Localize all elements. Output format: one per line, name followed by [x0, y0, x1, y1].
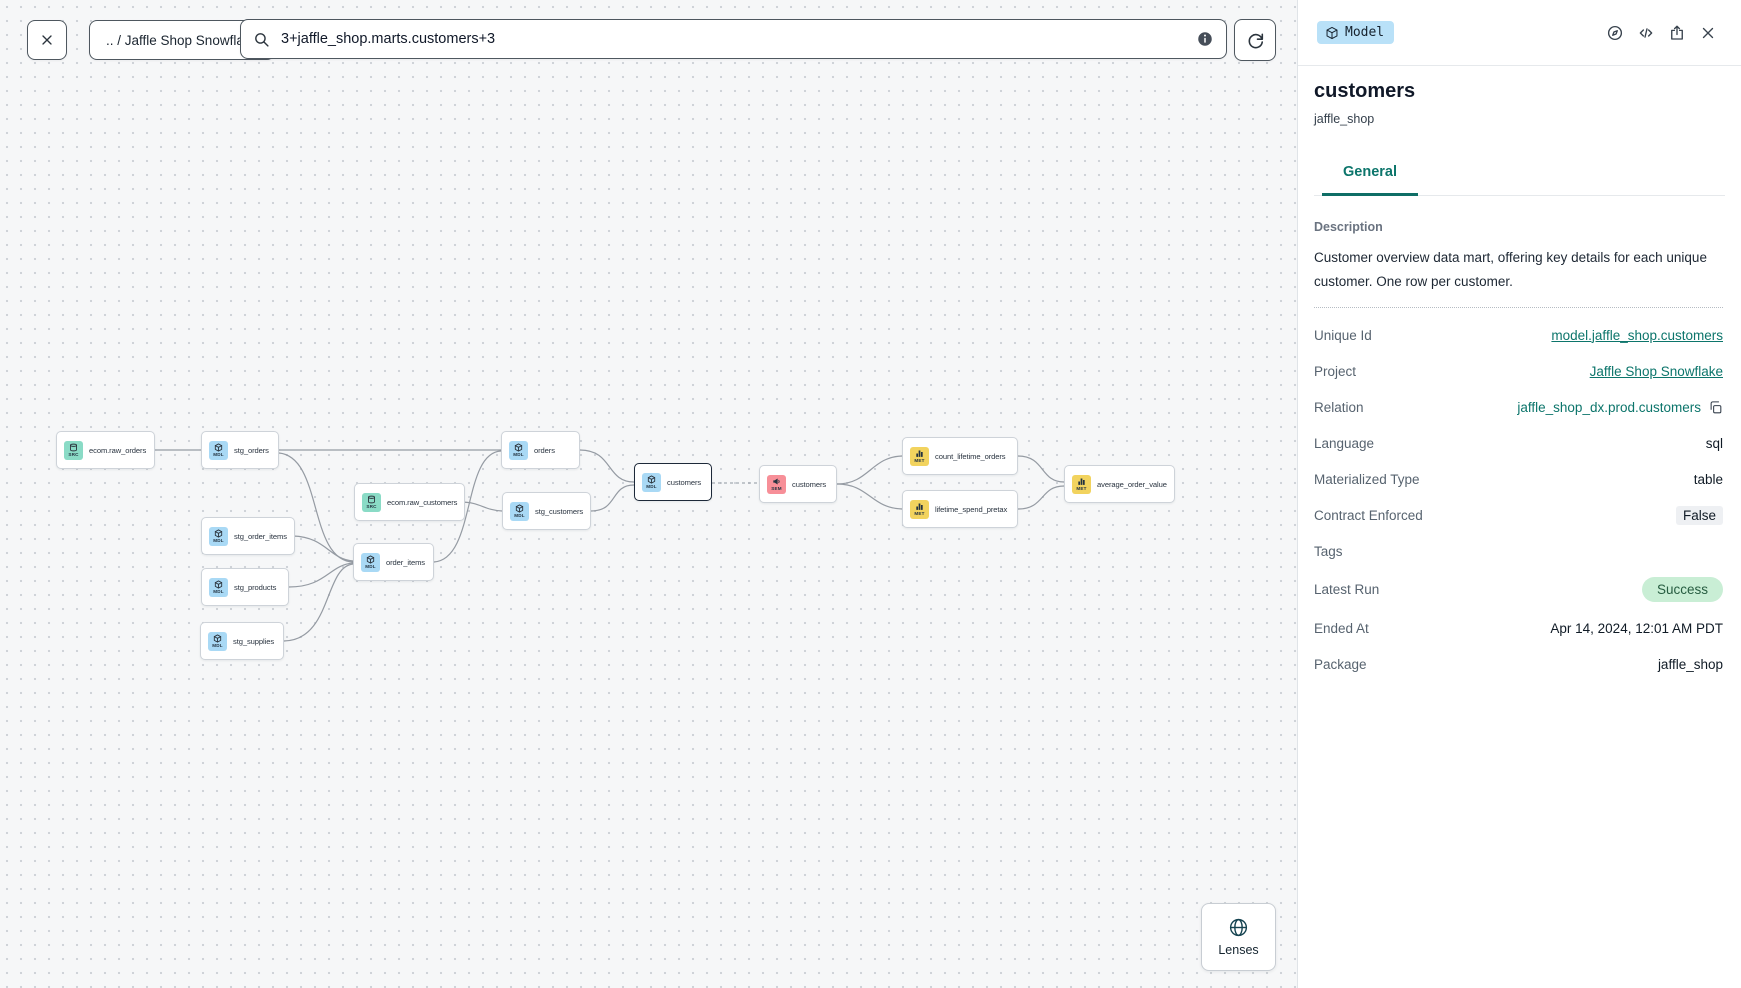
field-row-project: Project Jaffle Shop Snowflake: [1314, 363, 1723, 379]
info-icon[interactable]: [1196, 30, 1214, 48]
explore-compass-icon[interactable]: [1606, 24, 1624, 42]
lineage-canvas[interactable]: SRC ecom.raw_orders MDL stg_orders MDL s…: [0, 0, 1297, 988]
graph-node-model-stg-customers[interactable]: MDL stg_customers: [502, 492, 592, 530]
model-cube-icon: [1325, 26, 1339, 40]
relation-value: jaffle_shop_dx.prod.customers: [1517, 399, 1701, 415]
source-icon: SRC: [362, 492, 381, 512]
page-title: customers: [1314, 80, 1416, 102]
graph-node-source-ecom-raw-customers[interactable]: SRC ecom.raw_customers: [354, 483, 466, 521]
project-link[interactable]: Jaffle Shop Snowflake: [1589, 363, 1723, 379]
source-icon: SRC: [64, 440, 83, 460]
package-subtitle: jaffle_shop: [1314, 112, 1375, 126]
model-icon: MDL: [361, 552, 380, 572]
graph-node-metric-average-order-value[interactable]: MET average_order_value: [1064, 465, 1175, 503]
semantic-model-icon: SEM: [767, 474, 786, 494]
model-icon: MDL: [209, 440, 228, 460]
field-row-ended-at: Ended At Apr 14, 2024, 12:01 AM PDT: [1314, 620, 1723, 636]
close-icon: [39, 32, 55, 48]
lineage-selector-searchbar[interactable]: [240, 19, 1227, 59]
copy-icon[interactable]: [1708, 400, 1723, 415]
field-row-latest-run: Latest Run Success: [1314, 577, 1723, 602]
description-text: Customer overview data mart, offering ke…: [1314, 250, 1707, 289]
graph-node-semantic-customers[interactable]: SEM customers: [759, 465, 837, 503]
lineage-selector-input[interactable]: [279, 30, 1196, 48]
panel-header: Model: [1298, 0, 1741, 66]
panel-tabs: General: [1314, 163, 1725, 196]
view-code-icon[interactable]: [1637, 24, 1655, 42]
graph-node-model-stg-supplies[interactable]: MDL stg_supplies: [200, 622, 284, 660]
graph-node-model-customers-selected[interactable]: MDL customers: [634, 463, 712, 501]
model-icon: MDL: [208, 631, 227, 651]
resource-details-panel: Model customers jaffle_shop General Desc…: [1297, 0, 1741, 988]
field-row-contract-enforced: Contract Enforced False: [1314, 505, 1723, 525]
field-row-relation: Relation jaffle_shop_dx.prod.customers: [1314, 397, 1723, 417]
resource-type-badge: Model: [1317, 21, 1395, 44]
divider: [1314, 307, 1723, 308]
unique-id-link[interactable]: model.jaffle_shop.customers: [1551, 327, 1723, 343]
contract-enforced-badge: False: [1675, 505, 1723, 525]
model-icon: MDL: [209, 526, 228, 546]
close-panel-icon[interactable]: [1699, 24, 1717, 42]
model-icon: MDL: [209, 577, 228, 597]
field-row-language: Language sql: [1314, 435, 1723, 451]
close-lineage-button[interactable]: [27, 20, 67, 60]
tab-general[interactable]: General: [1322, 164, 1418, 196]
share-icon[interactable]: [1668, 24, 1686, 42]
model-icon: MDL: [509, 440, 528, 460]
model-icon: MDL: [642, 472, 661, 492]
graph-node-model-orders[interactable]: MDL orders: [501, 431, 580, 469]
metric-icon: MET: [910, 499, 929, 519]
metric-icon: MET: [1072, 474, 1091, 494]
search-icon: [253, 31, 270, 48]
graph-node-source-ecom-raw-orders[interactable]: SRC ecom.raw_orders: [56, 431, 155, 469]
lenses-globe-icon: [1228, 917, 1249, 938]
graph-node-model-order-items[interactable]: MDL order_items: [353, 543, 434, 581]
field-row-materialized-type: Materialized Type table: [1314, 471, 1723, 487]
refresh-icon: [1246, 31, 1265, 50]
status-badge: Success: [1641, 577, 1723, 602]
description-label: Description: [1314, 220, 1383, 234]
field-row-unique-id: Unique Id model.jaffle_shop.customers: [1314, 327, 1723, 343]
metric-icon: MET: [910, 446, 929, 466]
refresh-button[interactable]: [1234, 19, 1276, 61]
graph-node-model-stg-orders[interactable]: MDL stg_orders: [201, 431, 279, 469]
lenses-button[interactable]: Lenses: [1201, 903, 1276, 971]
field-row-tags: Tags: [1314, 543, 1343, 559]
graph-node-metric-lifetime-spend-pretax[interactable]: MET lifetime_spend_pretax: [902, 490, 1018, 528]
graph-node-model-stg-products[interactable]: MDL stg_products: [201, 568, 289, 606]
graph-node-model-stg-order-items[interactable]: MDL stg_order_items: [201, 517, 295, 555]
graph-node-metric-count-lifetime-orders[interactable]: MET count_lifetime_orders: [902, 437, 1018, 475]
field-row-package: Package jaffle_shop: [1314, 656, 1723, 672]
model-icon: MDL: [510, 501, 529, 521]
